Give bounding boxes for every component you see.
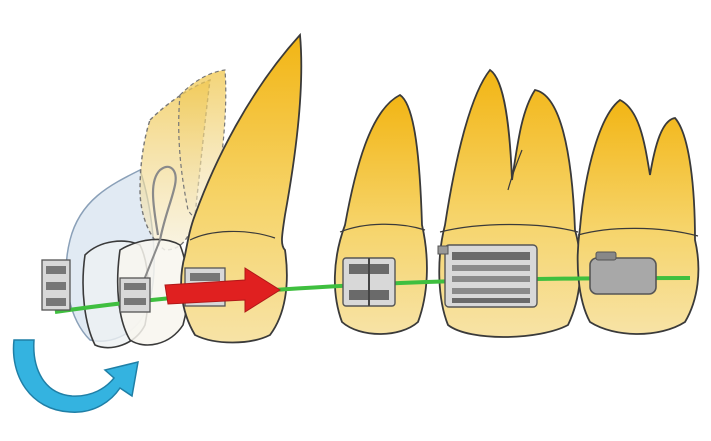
bracket-premolar-1: [343, 258, 395, 306]
bracket-premolar-2: [438, 245, 537, 307]
bracket-incisor-left: [42, 260, 70, 310]
bracket-incisor-middle: [120, 278, 150, 312]
molar-tooth: [578, 100, 699, 334]
curved-rotation-arrow-icon: [13, 340, 138, 412]
molar-tube: [590, 252, 656, 294]
